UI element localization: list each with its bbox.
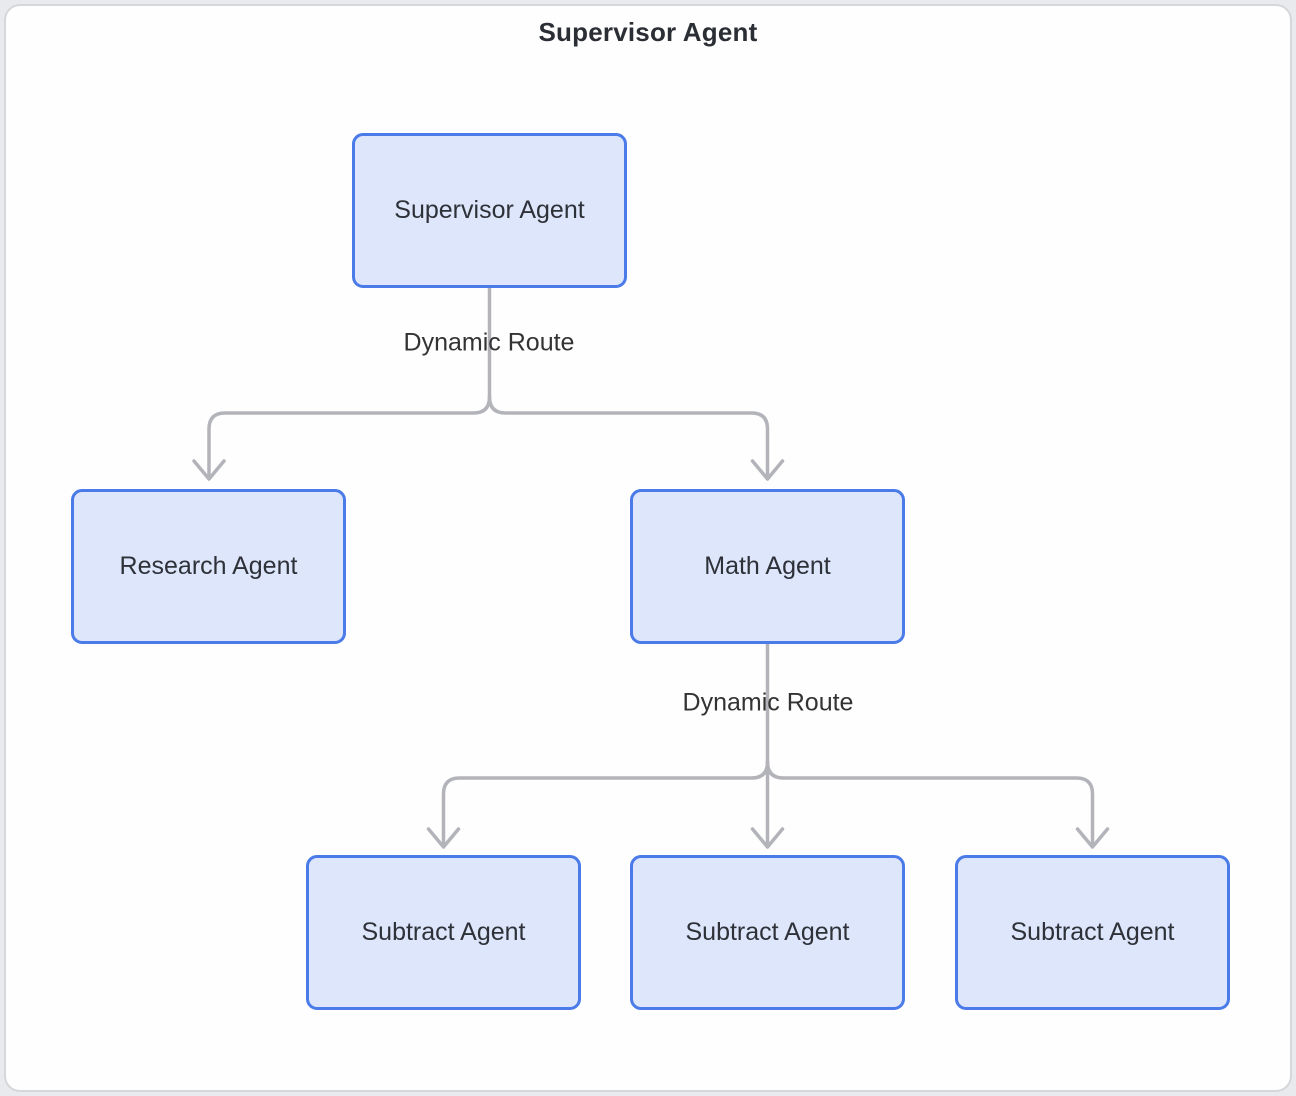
node-math-agent-label: Math Agent [704, 552, 831, 580]
node-subtract-agent-2-label: Subtract Agent [685, 918, 850, 946]
node-research-agent: Research Agent [71, 489, 346, 644]
node-subtract-agent-2: Subtract Agent [630, 855, 905, 1010]
node-math-agent: Math Agent [630, 489, 905, 644]
node-subtract-agent-3-label: Subtract Agent [1010, 918, 1175, 946]
edge-label-supervisor-dynamic-route: Dynamic Route [403, 328, 575, 357]
node-subtract-agent-1: Subtract Agent [306, 855, 581, 1010]
node-subtract-agent-3: Subtract Agent [955, 855, 1230, 1010]
node-subtract-agent-1-label: Subtract Agent [361, 918, 526, 946]
diagram-title: Supervisor Agent [538, 17, 758, 47]
node-research-agent-label: Research Agent [119, 552, 298, 580]
node-supervisor-agent: Supervisor Agent [352, 133, 627, 288]
edge-label-math-dynamic-route: Dynamic Route [682, 688, 854, 717]
node-supervisor-agent-label: Supervisor Agent [394, 196, 585, 224]
